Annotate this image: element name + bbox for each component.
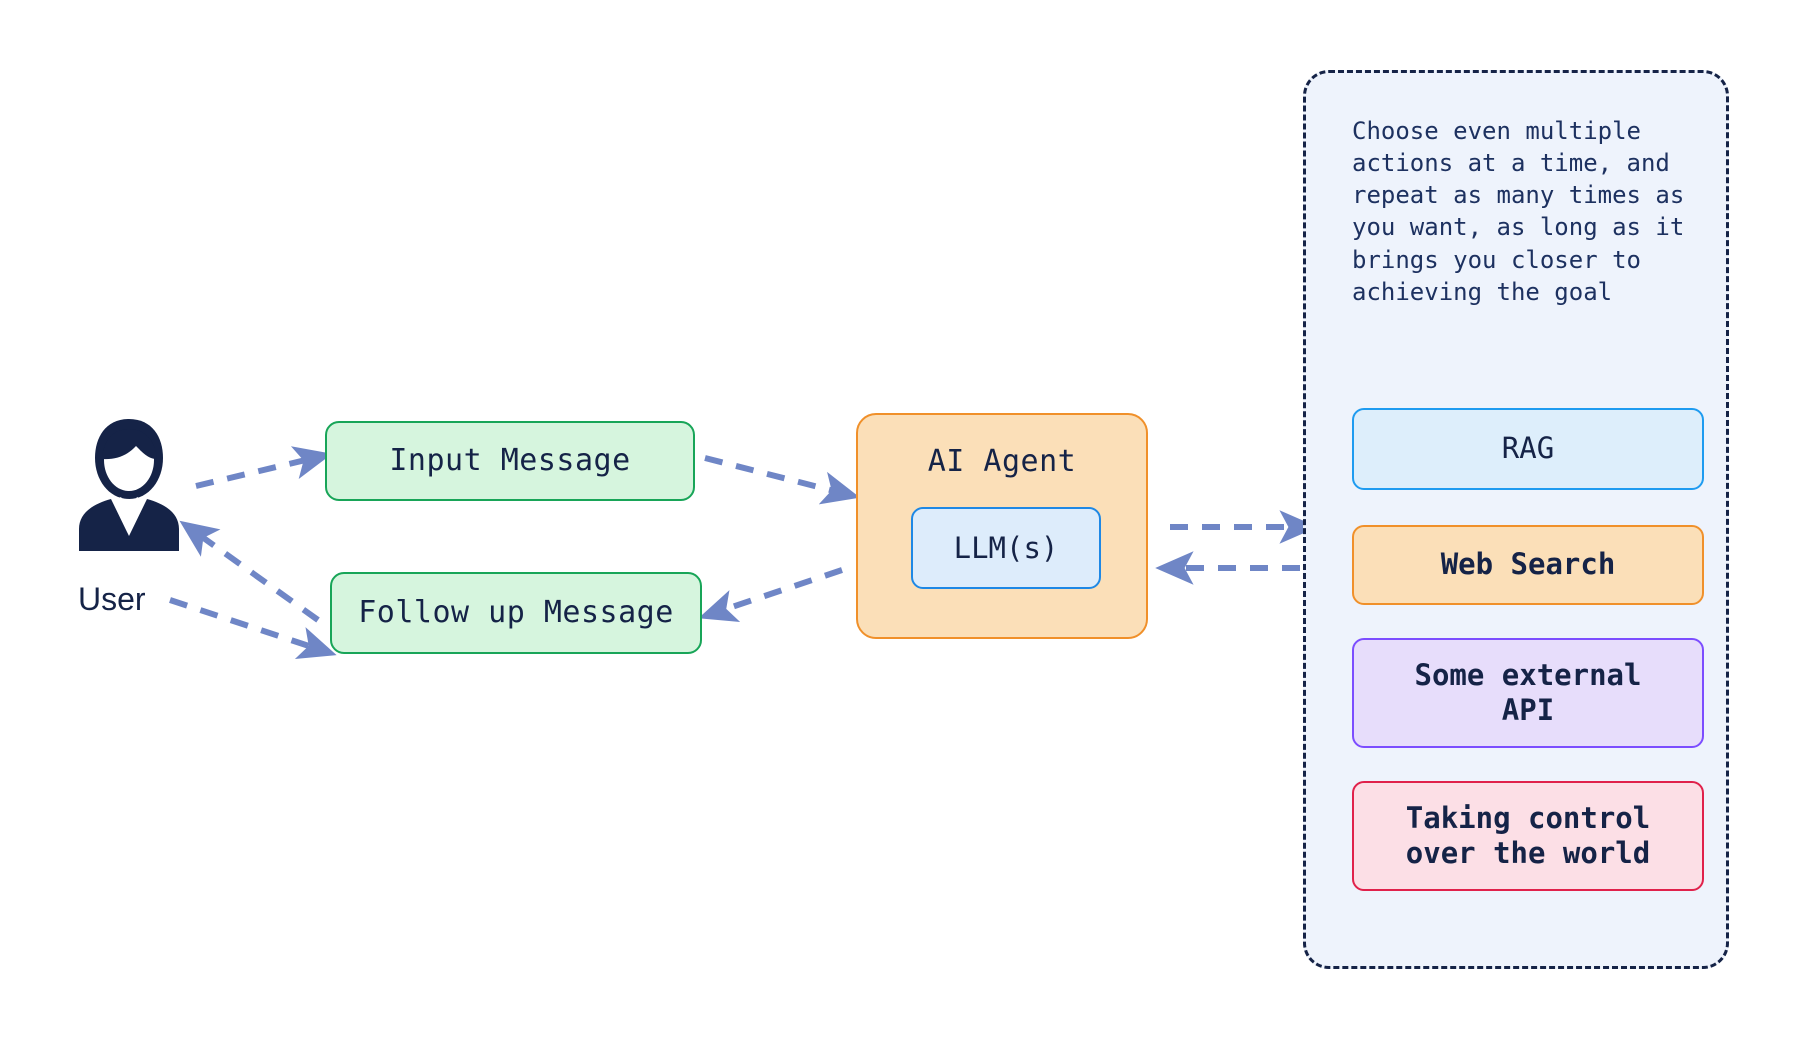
arrow-follow-up-message-to-user [179,520,320,623]
user-avatar-icon [79,419,179,551]
action-item-web-search[interactable]: Web Search [1352,525,1704,605]
action-item-external-api[interactable]: Some external API [1352,638,1704,748]
input-message-node[interactable]: Input Message [325,421,695,501]
llm-node[interactable]: LLM(s) [911,507,1101,589]
arrow-user-to-input-message [195,446,333,489]
arrow-user-to-follow-up-message [169,597,337,660]
ai-agent-node[interactable]: AI Agent LLM(s) [856,413,1148,639]
follow-up-message-node[interactable]: Follow up Message [330,572,702,654]
arrow-agent-to-follow-up-message [698,567,843,622]
action-item-rag[interactable]: RAG [1352,408,1704,490]
action-item-taking-control[interactable]: Taking control over the world [1352,781,1704,891]
actions-note-text: Choose even multiple actions at a time, … [1352,117,1685,306]
actions-panel: Choose even multiple actions at a time, … [1303,70,1729,969]
user-label: User [78,581,146,617]
ai-agent-label: AI Agent [927,444,1077,479]
arrow-input-message-to-agent [704,455,861,505]
